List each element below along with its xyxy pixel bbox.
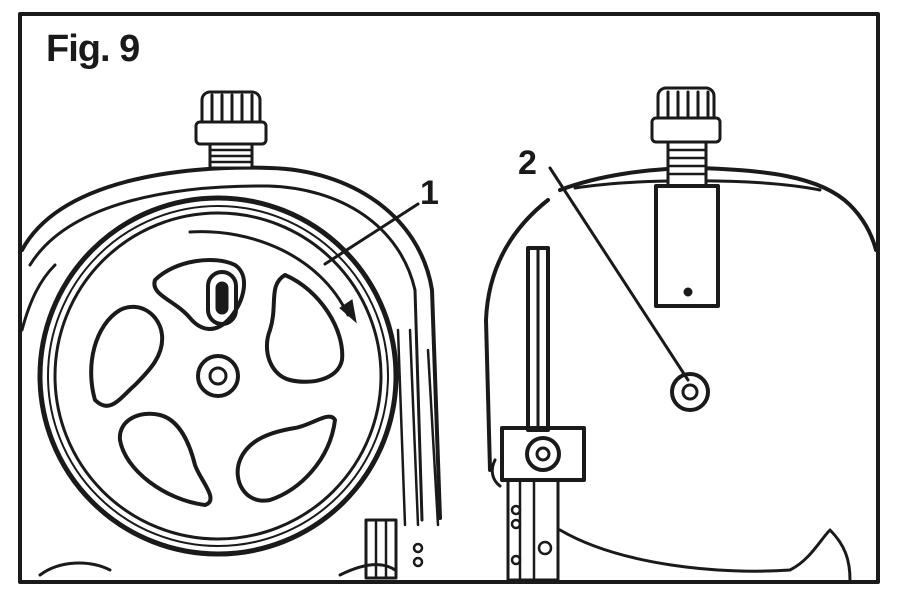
- blade-guide-post: [526, 246, 550, 432]
- figure-title: Fig. 9: [46, 28, 140, 70]
- right-housing-lower-edge: [558, 528, 852, 582]
- wheel-slot: [206, 270, 238, 326]
- figure-border: [18, 12, 880, 584]
- wheel-rim-inner: [53, 211, 383, 541]
- tension-slide-bracket: [654, 184, 720, 308]
- right-tension-knob: [650, 86, 722, 188]
- right-housing-top: [558, 166, 878, 252]
- blade-guide-rail: [396, 328, 440, 527]
- wheel-tyre: [47, 205, 389, 547]
- left-tension-knob: [194, 90, 268, 170]
- rotation-arrow-head: [339, 299, 357, 324]
- left-wheel-assembly: [20, 90, 442, 580]
- callout-label-2: 2: [518, 144, 537, 182]
- wheel-axle: [208, 366, 228, 386]
- wheel-hub: [196, 354, 240, 398]
- wheel-spokes: [89, 258, 345, 507]
- left-guide-block: [364, 518, 424, 580]
- left-bottom-base: [38, 561, 397, 577]
- callout-label-1: 1: [420, 174, 439, 212]
- wheel-housing-left-side: [20, 263, 57, 332]
- wheel-rim-outer: [37, 195, 399, 557]
- tracking-adjust-nut: [670, 372, 710, 412]
- right-housing-outline: [484, 198, 550, 472]
- lower-guide-assembly: [506, 478, 560, 582]
- right-housing-assembly: [484, 86, 878, 582]
- rotation-arrow: [188, 230, 350, 317]
- wheel-housing-inner: [28, 184, 424, 522]
- wheel-housing-outer: [20, 165, 442, 520]
- leader-line-2: [548, 166, 690, 382]
- leader-line-1: [323, 202, 420, 266]
- guide-block: [490, 426, 586, 488]
